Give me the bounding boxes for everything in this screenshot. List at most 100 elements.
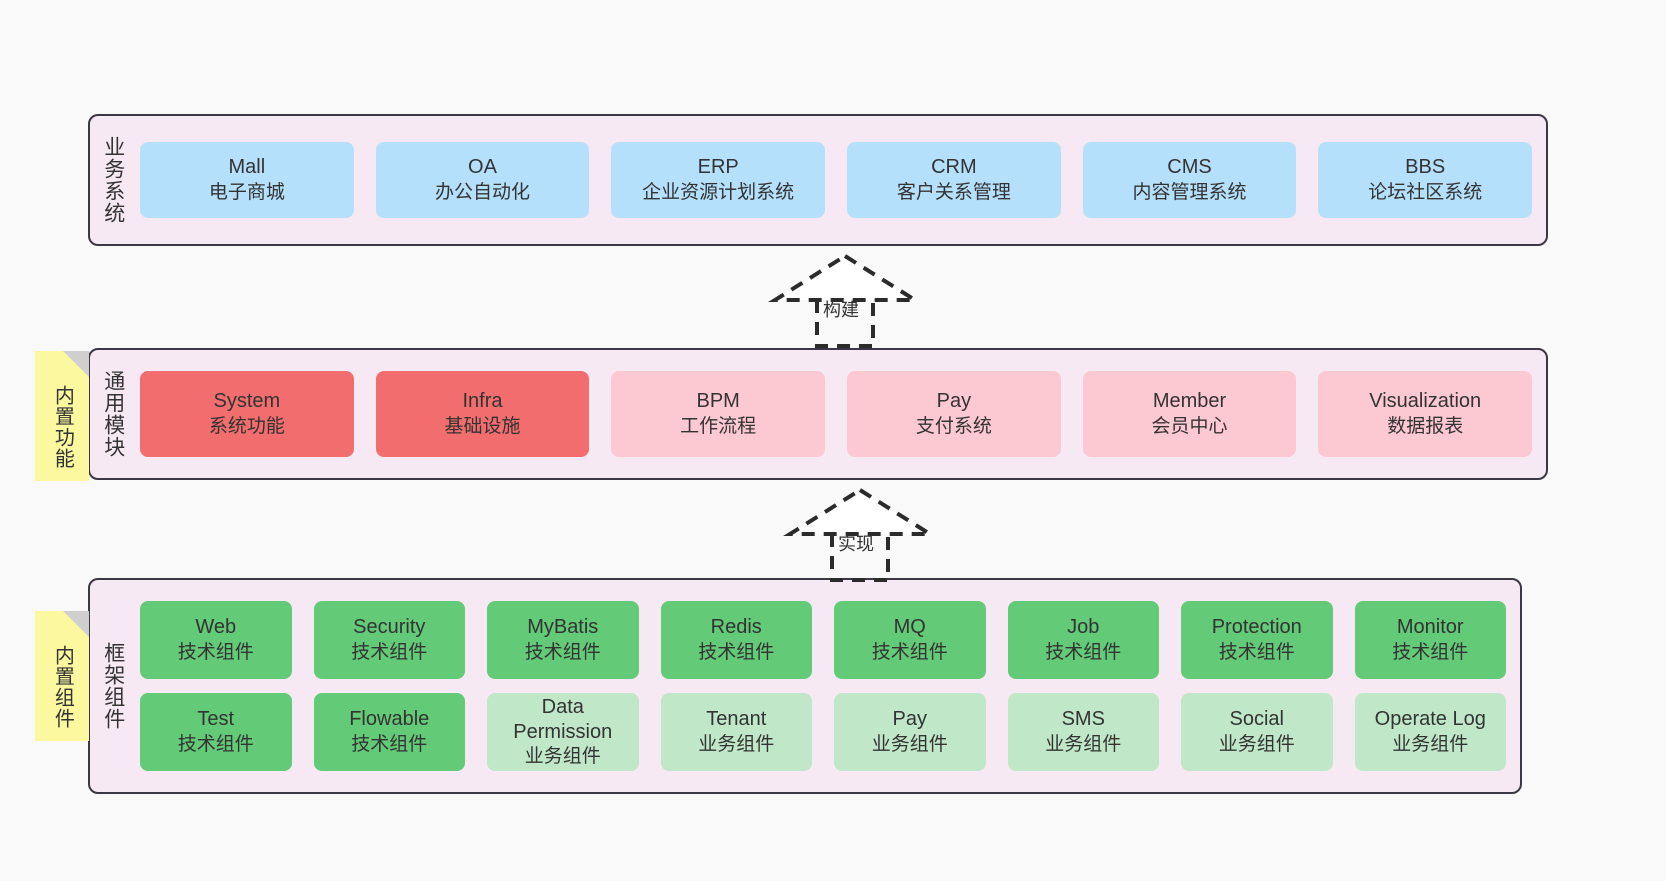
card-name: BPM [696, 390, 740, 413]
card-name: Flowable [349, 708, 430, 731]
card-name: CMS [1167, 156, 1212, 179]
folded-corner-icon [63, 611, 89, 637]
card-subtitle: 会员中心 [1151, 415, 1228, 437]
card-name: Visualization [1369, 390, 1482, 413]
card-name: BBS [1405, 156, 1446, 179]
card-subtitle: 业务组件 [1392, 733, 1469, 755]
card-name: Mall [228, 156, 266, 179]
card-subtitle: 基础设施 [444, 415, 521, 437]
card-name: ERP [697, 156, 739, 179]
card-name: Pay [936, 390, 972, 413]
connector-implement: 实现 [760, 484, 950, 584]
card-name: MQ [893, 616, 926, 639]
layer-title-business: 业务系统 [101, 136, 125, 224]
card-subtitle: 工作流程 [680, 415, 757, 437]
card-subtitle: 办公自动化 [435, 181, 531, 203]
card-subtitle: 技术组件 [524, 641, 601, 663]
card-name: Job [1067, 616, 1100, 639]
folded-corner-icon [63, 351, 89, 377]
card-subtitle: 业务组件 [871, 733, 948, 755]
card-name: Data Permission [513, 695, 613, 744]
card-subtitle: 技术组件 [177, 641, 254, 663]
card-subtitle: 系统功能 [208, 415, 285, 437]
card-subtitle: 业务组件 [524, 746, 601, 768]
card-subtitle: 技术组件 [351, 733, 428, 755]
card-name: Tenant [706, 708, 767, 731]
card-subtitle: 支付系统 [915, 415, 992, 437]
card-subtitle: 客户关系管理 [896, 181, 1011, 203]
card-name: SMS [1061, 708, 1105, 731]
sticky-note-module: 内置功能 [35, 351, 89, 481]
card-subtitle: 业务组件 [698, 733, 775, 755]
generalization-arrow-icon [768, 253, 922, 348]
card-name: MyBatis [527, 616, 599, 639]
card-subtitle: 数据报表 [1387, 415, 1464, 437]
connector-label-build: 构建 [823, 300, 859, 320]
card-subtitle: 技术组件 [1392, 641, 1469, 663]
card-subtitle: 业务组件 [1045, 733, 1122, 755]
card-name: Pay [892, 708, 927, 731]
sticky-note-label: 内置组件 [51, 645, 74, 729]
card-name: CRM [931, 156, 977, 179]
sticky-note-framework: 内置组件 [35, 611, 89, 741]
card-subtitle: 技术组件 [871, 641, 948, 663]
card-name: Social [1229, 708, 1284, 731]
card-subtitle: 电子商城 [208, 181, 285, 203]
card-name: Redis [710, 616, 762, 639]
card-subtitle: 技术组件 [177, 733, 254, 755]
card-subtitle: 论坛社区系统 [1368, 181, 1483, 203]
card-name: Web [195, 616, 237, 639]
card-name: Operate Log [1374, 708, 1486, 731]
card-name: Test [197, 708, 235, 731]
card-subtitle: 企业资源计划系统 [642, 181, 795, 203]
card-subtitle: 技术组件 [351, 641, 428, 663]
connector-build: 构建 [745, 250, 935, 350]
generalization-arrow-icon [783, 487, 937, 582]
card-name: Member [1152, 390, 1227, 413]
card-subtitle: 技术组件 [1218, 641, 1295, 663]
card-name: OA [468, 156, 497, 179]
sticky-note-label: 内置功能 [51, 385, 74, 469]
card-name: Security [353, 616, 426, 639]
card-subtitle: 技术组件 [698, 641, 775, 663]
layer-title-framework: 框架组件 [101, 642, 125, 730]
